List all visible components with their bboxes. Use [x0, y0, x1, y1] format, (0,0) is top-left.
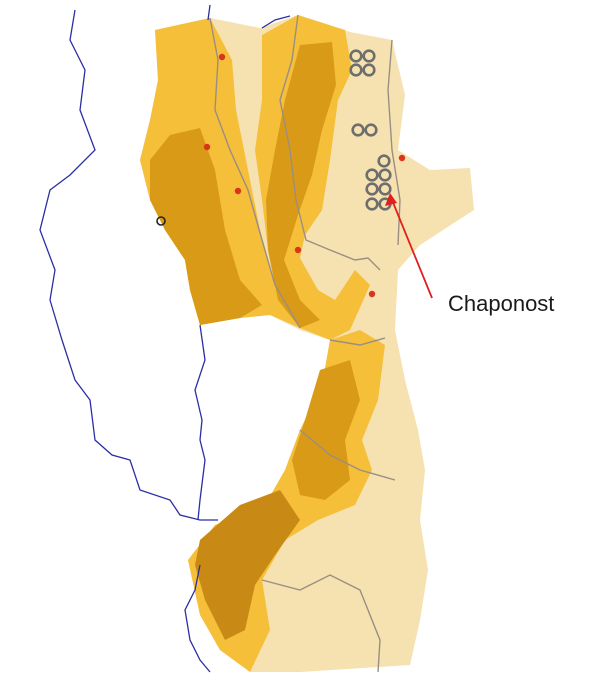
- territory-dark-zone-centre: [266, 42, 336, 328]
- boundary-line: [387, 39, 401, 246]
- territory-darkest-zone: [195, 490, 300, 640]
- arrow-head: [385, 193, 397, 206]
- site-ring-icon: [365, 182, 379, 196]
- site-ring-icon: [349, 63, 363, 77]
- arrow-shaft: [391, 199, 433, 299]
- river-line: [207, 4, 211, 21]
- annotation-label: Chaponost: [448, 291, 554, 316]
- boundary-line: [261, 574, 381, 673]
- site-ring-icon: [365, 197, 379, 211]
- site-ring-icon: [362, 49, 376, 63]
- town-markers: [203, 53, 406, 298]
- river-line: [39, 9, 218, 521]
- rivers: [39, 4, 291, 673]
- site-ring-icon: [349, 49, 363, 63]
- site-ring-icon: [378, 182, 392, 196]
- boundary-line: [299, 429, 396, 481]
- site-ring-icon: [362, 63, 376, 77]
- boundary-line: [329, 337, 386, 346]
- town-marker-dot-icon: [294, 246, 302, 254]
- river-line: [194, 324, 206, 521]
- site-ring-icon: [365, 168, 379, 182]
- town-marker-dot-icon: [368, 290, 376, 298]
- site-ring-icon: [351, 123, 365, 137]
- site-ring-icon: [378, 168, 392, 182]
- territory-dark-zone-south: [292, 360, 360, 500]
- river-line: [261, 15, 291, 29]
- boundary-line: [209, 17, 301, 329]
- town-marker-dot-icon: [218, 53, 226, 61]
- town-marker-dot-icon: [203, 143, 211, 151]
- site-ring-icon: [377, 154, 391, 168]
- site-ring-icon: [364, 123, 378, 137]
- town-marker-dot-icon: [234, 187, 242, 195]
- town-marker-dot-icon: [398, 154, 406, 162]
- river-line: [184, 564, 211, 673]
- annotation-arrow-icon: [385, 193, 433, 299]
- territory-dark-zone-west: [150, 128, 262, 325]
- commune-boundaries: [209, 14, 401, 673]
- boundary-line: [279, 14, 381, 271]
- outline-marker-icon: [156, 216, 166, 226]
